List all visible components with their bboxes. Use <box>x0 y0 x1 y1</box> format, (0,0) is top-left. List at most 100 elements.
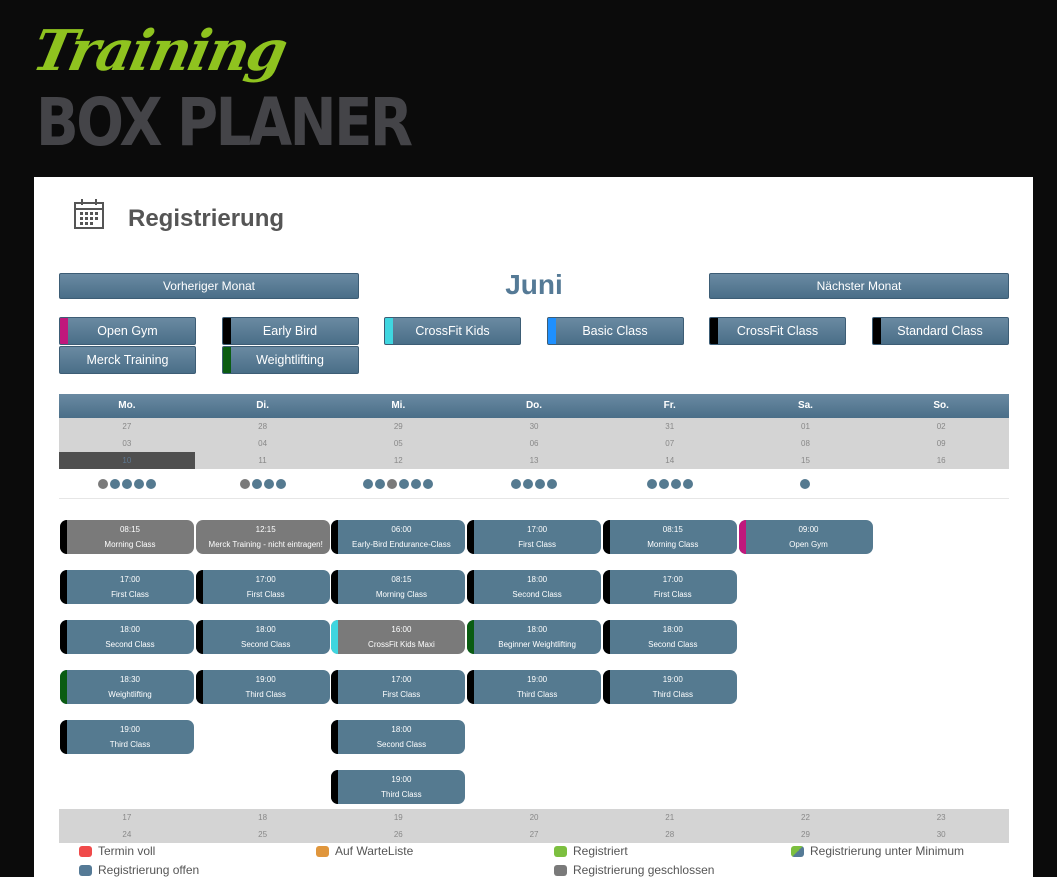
event-dot[interactable] <box>682 478 693 489</box>
prev-month-button[interactable]: Vorheriger Monat <box>59 273 359 299</box>
day-cell[interactable]: 19 <box>393 813 403 822</box>
day-cell[interactable]: 26 <box>393 830 403 839</box>
filter-button[interactable]: Weightlifting <box>221 346 359 374</box>
next-month-button[interactable]: Nächster Monat <box>709 273 1009 299</box>
event-dot[interactable] <box>646 478 657 489</box>
day-cell[interactable]: 04 <box>258 439 268 448</box>
day-cell[interactable]: 30 <box>936 830 946 839</box>
legend-swatch <box>79 864 92 876</box>
day-cell[interactable]: 07 <box>665 439 675 448</box>
event-dot[interactable] <box>263 478 274 489</box>
day-cell[interactable]: 29 <box>801 830 810 839</box>
event-dot[interactable] <box>399 478 410 489</box>
day-cell[interactable]: 16 <box>936 456 946 465</box>
day-cell[interactable]: 29 <box>393 422 403 431</box>
day-cell[interactable]: 17 <box>122 813 132 822</box>
legend-item: Termin voll <box>79 844 155 858</box>
filter-button[interactable]: Early Bird <box>221 317 359 345</box>
event-dot[interactable] <box>145 478 156 489</box>
day-cell[interactable]: 25 <box>258 830 268 839</box>
event-dot[interactable] <box>133 478 144 489</box>
day-cell[interactable]: 14 <box>665 456 675 465</box>
day-cell[interactable]: 11 <box>258 456 267 465</box>
event-name: Third Class <box>109 740 151 749</box>
event-dot[interactable] <box>251 478 262 489</box>
filter-button[interactable]: CrossFit Kids <box>384 317 521 345</box>
event-dot[interactable] <box>423 478 434 489</box>
event-dot[interactable] <box>535 478 546 489</box>
day-cell[interactable]: 21 <box>665 813 675 822</box>
day-cell[interactable]: 01 <box>801 422 810 431</box>
day-cell[interactable]: 28 <box>665 830 675 839</box>
day-cell[interactable]: 08 <box>801 439 810 448</box>
filter-button[interactable]: Standard Class <box>871 317 1009 345</box>
event-dot[interactable] <box>523 478 534 489</box>
event-dot[interactable] <box>670 478 681 489</box>
day-cell[interactable]: 02 <box>936 422 946 431</box>
filter-button[interactable]: Open Gym <box>59 317 196 345</box>
day-cell[interactable]: 05 <box>393 439 403 448</box>
event-time: 17:00 <box>391 675 412 684</box>
day-cell[interactable]: 30 <box>529 422 539 431</box>
filter-button[interactable]: Merck Training <box>59 346 196 374</box>
day-cell[interactable]: 10 <box>59 452 195 469</box>
filter-button[interactable]: CrossFit Class <box>709 317 846 345</box>
event-dot[interactable] <box>109 478 120 489</box>
day-cell[interactable]: 13 <box>529 456 539 465</box>
filter-color-stripe <box>385 318 393 344</box>
event-dot[interactable] <box>658 478 669 489</box>
day-cell[interactable]: 31 <box>665 422 675 431</box>
event-dot[interactable] <box>387 478 398 489</box>
event-dot[interactable] <box>97 478 108 489</box>
day-cell[interactable]: 24 <box>122 830 132 839</box>
day-cell[interactable]: 09 <box>936 439 946 448</box>
day-cell[interactable]: 03 <box>122 439 132 448</box>
day-cell[interactable]: 15 <box>801 456 810 465</box>
day-cell[interactable]: 27 <box>122 422 132 431</box>
day-cell[interactable]: 23 <box>936 813 946 822</box>
event-dot[interactable] <box>239 478 250 489</box>
day-cell[interactable]: 12 <box>393 456 403 465</box>
day-cell[interactable]: 22 <box>801 813 810 822</box>
week-row: 17 18 19 20 21 22 23 <box>59 809 1009 826</box>
filter-button[interactable]: Basic Class <box>546 317 684 345</box>
day-cell[interactable]: 28 <box>258 422 268 431</box>
day-cell[interactable]: 18 <box>258 813 268 822</box>
event-dot[interactable] <box>411 478 422 489</box>
event-dot[interactable] <box>547 478 558 489</box>
event-dot[interactable] <box>121 478 132 489</box>
filter-color-stripe <box>710 318 718 344</box>
event-dot[interactable] <box>363 478 374 489</box>
day-cell[interactable]: 27 <box>529 830 539 839</box>
event-dot[interactable] <box>511 478 522 489</box>
event-dot[interactable] <box>375 478 386 489</box>
event-dot[interactable] <box>275 478 286 489</box>
day-cell[interactable]: 20 <box>529 813 539 822</box>
event-dot[interactable] <box>800 478 811 489</box>
day-cell[interactable]: 06 <box>529 439 539 448</box>
